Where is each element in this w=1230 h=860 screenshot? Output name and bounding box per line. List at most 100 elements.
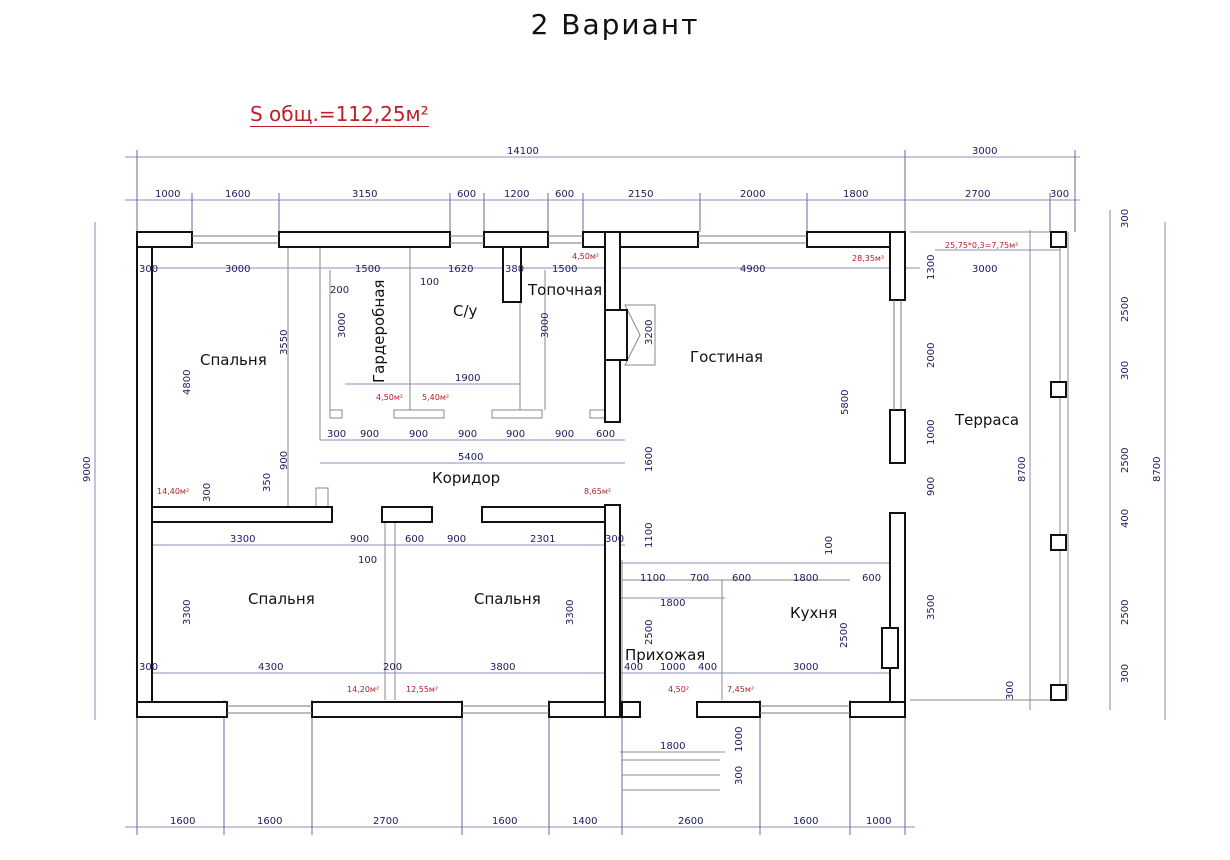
dim-living-1300: 1300 [926,255,937,280]
room-boiler: Топочная [527,281,602,299]
dim-corr: 300 [327,429,346,440]
dim-top-total: 14100 [507,146,539,157]
partitions [287,231,1069,791]
dim-terr-right: 300 [1120,209,1131,228]
room-bedroom-2: Спальня [248,590,315,608]
dim-terr-300: 300 [1005,681,1016,700]
dim-mid: 900 [350,534,369,545]
area-bedroom-2: 14,20м² [347,685,379,694]
dim-kitchen: 600 [732,573,751,584]
room-bedroom-3: Спальня [474,590,541,608]
dim-mid: 900 [447,534,466,545]
dim-kitchen-2500: 2500 [839,623,850,648]
area-bathroom: 5,40м² [422,393,449,402]
dimension-texts: 14100 3000 1000 1600 3150 600 1200 600 2… [82,146,1163,827]
drawing-title: 2 Вариант [530,8,700,41]
dim-hall: 3000 [793,662,818,673]
dim-corr-total: 5400 [458,452,483,463]
dim-terr-right: 2500 [1120,297,1131,322]
dim-right-b: 8700 [1152,457,1163,482]
dim-porch-1800: 1800 [660,741,685,752]
room-terrace: Терраса [954,411,1019,429]
dim-top: 2000 [740,189,765,200]
area-boiler: 4,50м² [572,252,599,261]
dim-inner-top: 1620 [448,264,473,275]
walls [136,231,1067,718]
dim-top: 1600 [225,189,250,200]
dim-terr-right: 300 [1120,361,1131,380]
dim-inner-top: 3000 [225,264,250,275]
room-living: Гостиная [690,348,763,366]
dim-bottom-inner: 3800 [490,662,515,673]
dim-200: 200 [330,285,349,296]
dim-top: 1800 [843,189,868,200]
dimension-lines [94,150,1166,835]
total-area-label: S общ.=112,25м² [250,102,429,127]
dim-corr: 900 [360,429,379,440]
dim-boiler: 3200 [644,320,655,345]
dim-living-100: 100 [824,536,835,555]
dim-bottom-inner: 300 [139,662,158,673]
dim-top: 300 [1050,189,1069,200]
dim-bed-3300b: 3300 [565,600,576,625]
dim-mid: 3300 [230,534,255,545]
area-hall: 4,50² [668,685,689,694]
area-bedroom-3: 12,55м² [406,685,438,694]
dim-top: 2150 [628,189,653,200]
dim-bottom: 1600 [492,816,517,827]
room-bathroom: С/у [453,302,478,320]
area-wardrobe: 4,50м² [376,393,403,402]
dim-corr: 600 [596,429,615,440]
dim-wardrobe-height: 3550 [279,330,290,355]
room-wardrobe: Гардеробная [370,280,388,383]
dim-inner-top: 1500 [355,264,380,275]
dim-terr-right: 300 [1120,664,1131,683]
dim-inner-top: 1500 [552,264,577,275]
dim-top: 600 [555,189,574,200]
dim-100b: 100 [358,555,377,566]
dim-top: 600 [457,189,476,200]
dim-kitchen: 1100 [640,573,665,584]
area-living: 28,35м² [852,254,884,263]
area-terrace: 25,75*0,3=7,75м² [945,241,1018,250]
dim-kitchen-3500: 3500 [926,595,937,620]
dim-mid: 2301 [530,534,555,545]
dim-1100: 1100 [644,523,655,548]
dim-bottom: 1600 [170,816,195,827]
dim-terr-right: 400 [1120,509,1131,528]
dim-bottom-inner: 200 [383,662,402,673]
dim-corr: 900 [506,429,525,440]
dim-corr: 900 [458,429,477,440]
room-kitchen: Кухня [790,604,837,622]
area-bedroom-1: 14,40м² [157,487,189,496]
dim-corr: 900 [409,429,428,440]
dim-corr-1600: 1600 [644,447,655,472]
dim-top-terrace: 3000 [972,146,997,157]
dim-bottom: 2700 [373,816,398,827]
dim-porch-300: 300 [734,766,745,785]
dim-living-2000: 2000 [926,343,937,368]
dim-inner-top: 380 [505,264,524,275]
dim-top: 1200 [504,189,529,200]
dim-bath-inner: 3000 [540,313,551,338]
room-corridor: Коридор [432,469,500,487]
room-labels: Спальня Спальня Спальня Гардеробная С/у … [200,280,1019,664]
room-hall: Прихожая [625,646,705,664]
room-area-labels: 14,40м² 14,20м² 12,55м² 4,50м² 5,40м² 4,… [157,241,1018,694]
dim-kitchen: 1800 [793,573,818,584]
dim-left-total: 9000 [82,457,93,482]
dim-porch-1000: 1000 [734,727,745,752]
area-corridor: 8,65м² [584,487,611,496]
dim-inner-top: 4900 [740,264,765,275]
dim-hall-2500: 2500 [644,620,655,645]
dim-bottom: 2600 [678,816,703,827]
dim-hall: 1000 [660,662,685,673]
dim-mid: 300 [605,534,624,545]
dim-inner-top: 300 [139,264,158,275]
dim-1900: 1900 [455,373,480,384]
dim-right-a: 8700 [1017,457,1028,482]
dim-living-1000: 1000 [926,420,937,445]
room-bedroom-1: Спальня [200,351,267,369]
total-area-text: S общ.=112,25м² [250,102,429,127]
